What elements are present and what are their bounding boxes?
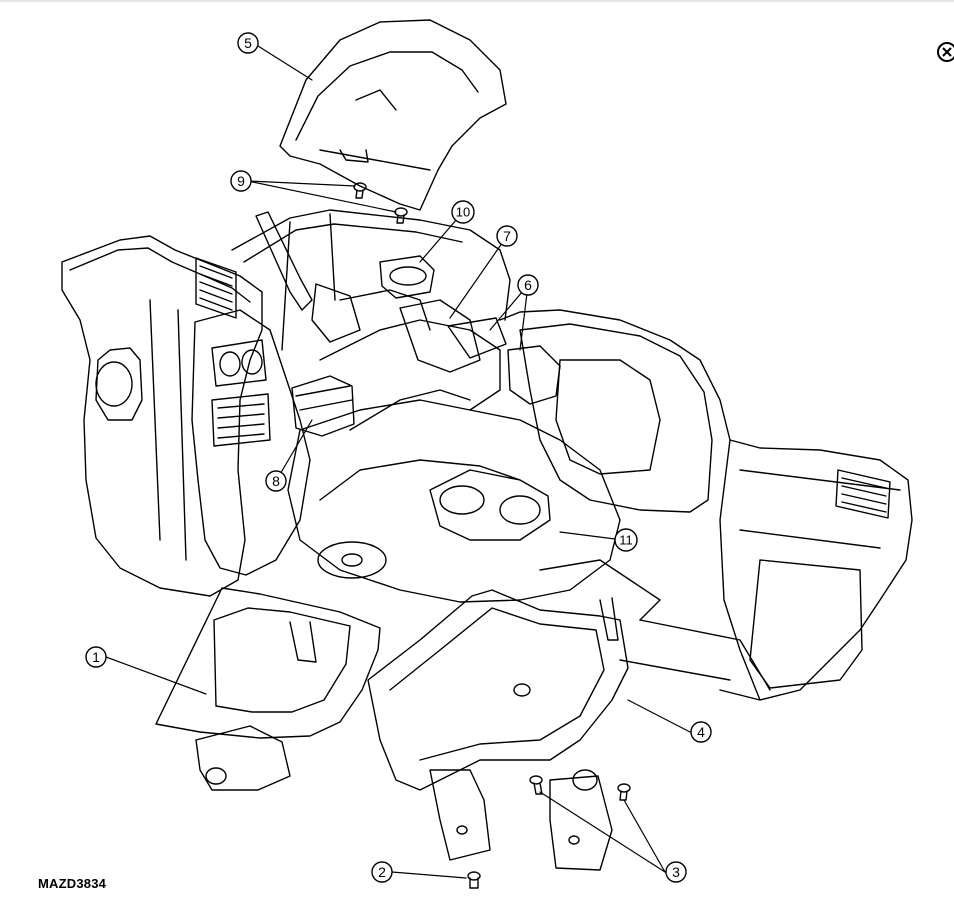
screw-2: [467, 871, 481, 889]
svg-text:2: 2: [378, 864, 386, 880]
screw-9b: [394, 207, 408, 224]
callout-5: 5: [237, 32, 259, 54]
callout-10: 10: [451, 200, 475, 224]
svg-text:5: 5: [244, 35, 252, 51]
svg-text:8: 8: [272, 473, 280, 489]
callout-2: 2: [371, 861, 393, 883]
callout-9: 9: [230, 170, 252, 192]
callout-8: 8: [265, 470, 287, 492]
svg-text:6: 6: [524, 277, 532, 293]
callout-1: 1: [85, 646, 107, 668]
svg-text:11: 11: [619, 533, 633, 548]
instrument-panel: [61, 209, 913, 871]
svg-text:7: 7: [503, 228, 511, 244]
top-border: [0, 0, 954, 2]
svg-text:1: 1: [92, 649, 100, 665]
svg-text:3: 3: [672, 864, 680, 880]
svg-text:10: 10: [456, 205, 470, 220]
part-1-knee-bolster-panel: [155, 587, 381, 739]
leader-lines: [105, 45, 691, 879]
screw-3a: [529, 775, 543, 795]
svg-text:9: 9: [237, 173, 245, 189]
callout-3: 3: [665, 861, 687, 883]
part-5-upper-shroud: [279, 19, 507, 211]
figure-code: MAZD3834: [38, 876, 107, 891]
screw-3b: [617, 783, 631, 801]
close-circle-icon: [937, 42, 954, 62]
svg-text:4: 4: [697, 724, 705, 740]
part-4-lower-shroud: [367, 589, 629, 791]
callout-4: 4: [690, 721, 712, 743]
callout-11: 11: [614, 528, 638, 552]
callout-6: 6: [517, 274, 539, 296]
close-button[interactable]: [930, 38, 954, 66]
screw-9a: [353, 182, 367, 199]
callout-7: 7: [496, 225, 518, 247]
